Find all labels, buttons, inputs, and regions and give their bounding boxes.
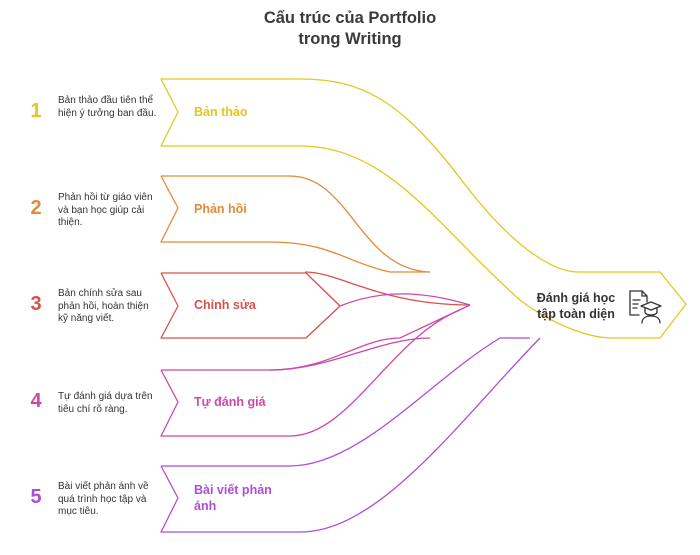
stage-description-2: Phản hồi từ giáo viên và bạn học giúp cả… — [58, 192, 153, 228]
flow-connector-3 — [269, 304, 471, 371]
flow-connector-3b — [339, 293, 471, 307]
stage-chevron-2 — [160, 175, 431, 273]
outcome-label: Đánh giá học tập toàn diện — [536, 291, 616, 321]
graduate-certificate-icon — [629, 290, 662, 324]
stage-label-4: Tự đánh giá — [194, 395, 266, 409]
flow-connector-2 — [304, 271, 471, 306]
stage-number-3: 3 — [30, 293, 42, 315]
stage-chevron-5 — [160, 337, 541, 533]
stage-number-1: 1 — [30, 100, 42, 122]
stage-description-4: Tự đánh giá dựa trên tiêu chí rõ ràng. — [58, 391, 153, 415]
stage-label-5: Bài viết phản ánh — [194, 483, 272, 513]
stage-label-3: Chỉnh sửa — [194, 298, 256, 312]
stage-number-5: 5 — [30, 486, 42, 508]
stage-chevron-1 — [160, 78, 687, 339]
stage-description-3: Bản chính sửa sau phản hồi, hoàn thiện k… — [58, 288, 149, 324]
title-line-1: Cấu trúc của Portfolio — [263, 9, 437, 27]
stage-label-2: Phản hồi — [194, 202, 247, 216]
stage-number-4: 4 — [30, 390, 42, 412]
stage-description-1: Bản thảo đầu tiên thể hiện ý tưởng ban đ… — [58, 95, 157, 119]
title-line-2: trong Writing — [298, 30, 402, 48]
stage-description-5: Bài viết phản ánh về quá trình học tập v… — [58, 481, 149, 517]
stage-chevron-3 — [160, 272, 341, 339]
stage-chevron-4 — [160, 309, 461, 437]
diagram-title: Cấu trúc của Portfolio trong Writing — [0, 8, 700, 50]
stage-label-1: Bản thảo — [194, 105, 248, 119]
stage-number-2: 2 — [30, 197, 42, 219]
